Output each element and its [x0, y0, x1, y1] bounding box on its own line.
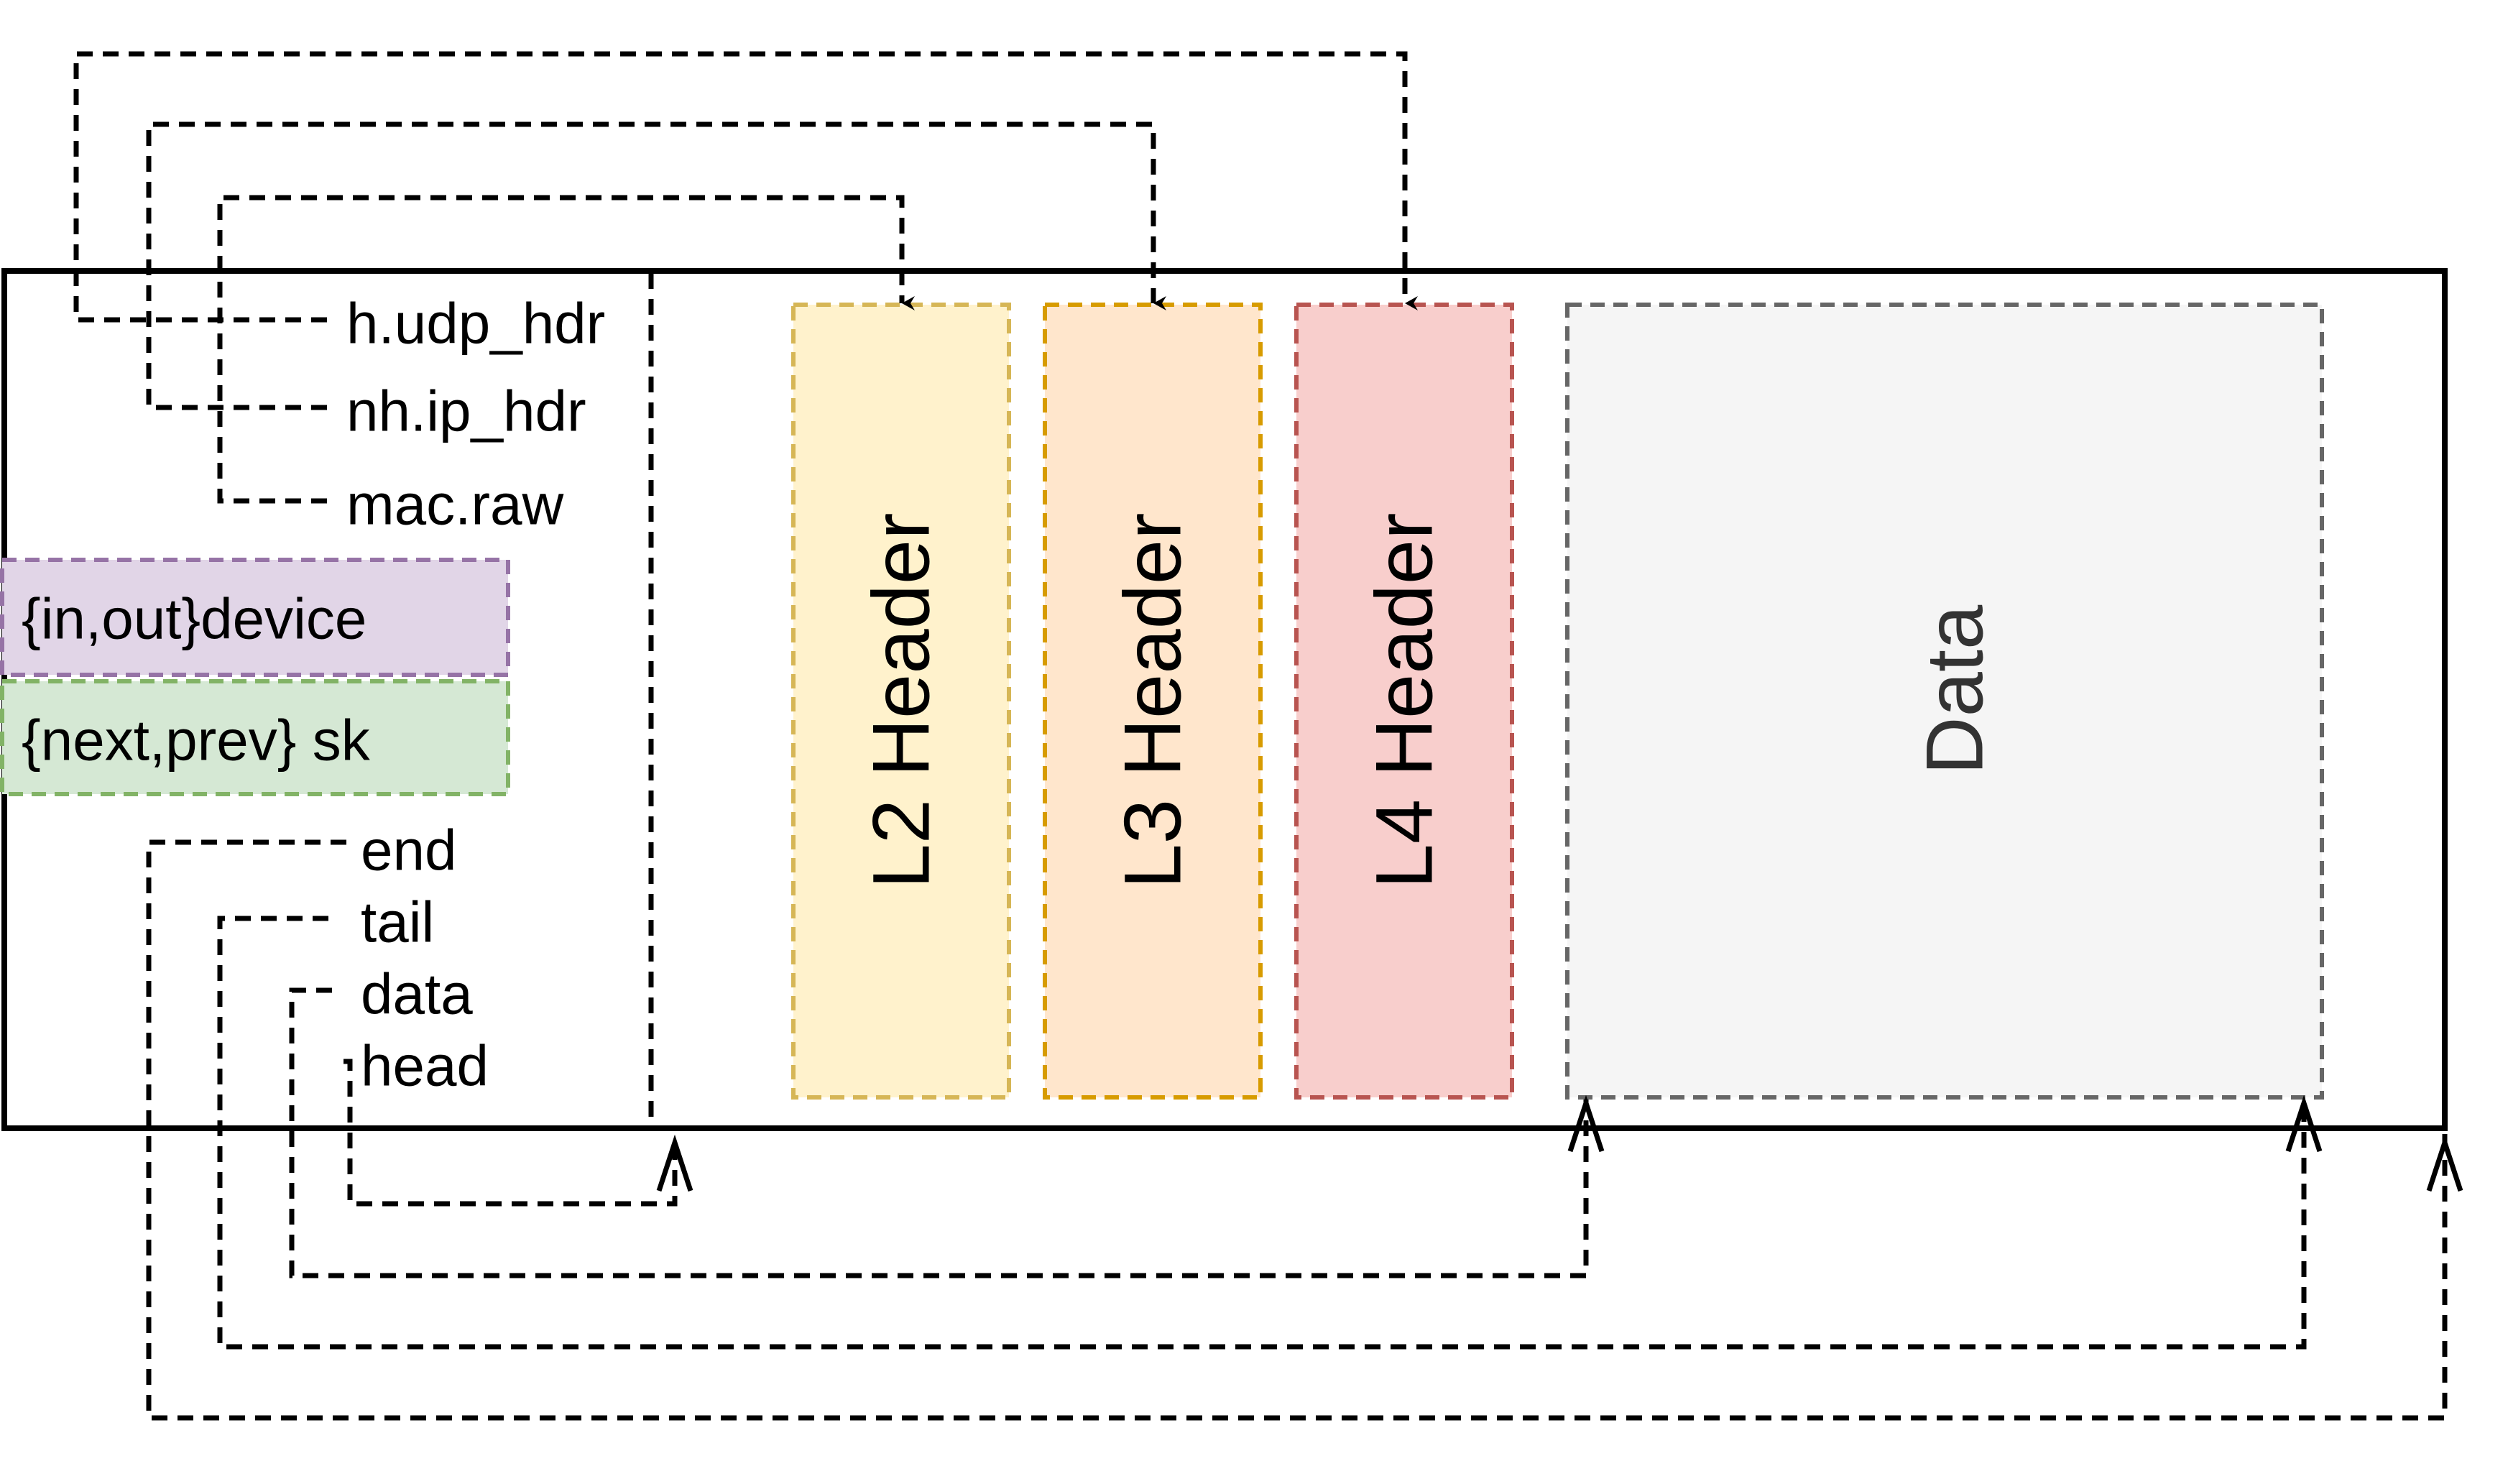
pointer-label-udp-hdr: h.udp_hdr	[346, 292, 605, 356]
pointer-label-mac-raw: mac.raw	[346, 473, 563, 537]
segment-data: Data	[1565, 303, 2324, 1100]
end-arrowhead	[2426, 1134, 2463, 1192]
tail-arrow	[217, 916, 2307, 1350]
pointer-label-data: data	[361, 962, 473, 1026]
device-label: {in,out}device	[22, 587, 366, 651]
segment-label: L3 Header	[1108, 512, 1198, 888]
mac-raw-arrow	[217, 195, 915, 504]
segment-label: L2 Header	[857, 512, 946, 888]
ip-hdr-arrow	[146, 121, 1166, 410]
device-box	[0, 558, 510, 677]
pointer-label-ip-hdr: nh.ip_hdr	[346, 379, 586, 443]
segment-label: Data	[1910, 604, 2000, 775]
end-arrow	[146, 839, 2448, 1421]
pointer-label-head: head	[361, 1034, 489, 1098]
segment-l3-header: L3 Header	[1043, 303, 1263, 1100]
segment-l4-header: L4 Header	[1294, 303, 1514, 1100]
sk-box	[0, 679, 510, 796]
data-arrow	[289, 987, 1589, 1278]
head-arrow	[344, 1059, 678, 1207]
udp-hdr-arrow	[73, 51, 1418, 323]
sk-label: {next,prev} sk	[22, 709, 371, 773]
segment-l2-header: L2 Header	[791, 303, 1011, 1100]
pointer-label-end: end	[361, 819, 456, 882]
tail-arrowhead	[2285, 1094, 2323, 1153]
pointer-label-tail: tail	[361, 890, 434, 954]
data-arrowhead	[1567, 1094, 1605, 1153]
head-arrowhead	[656, 1134, 693, 1192]
segment-label: L4 Header	[1360, 512, 1449, 888]
